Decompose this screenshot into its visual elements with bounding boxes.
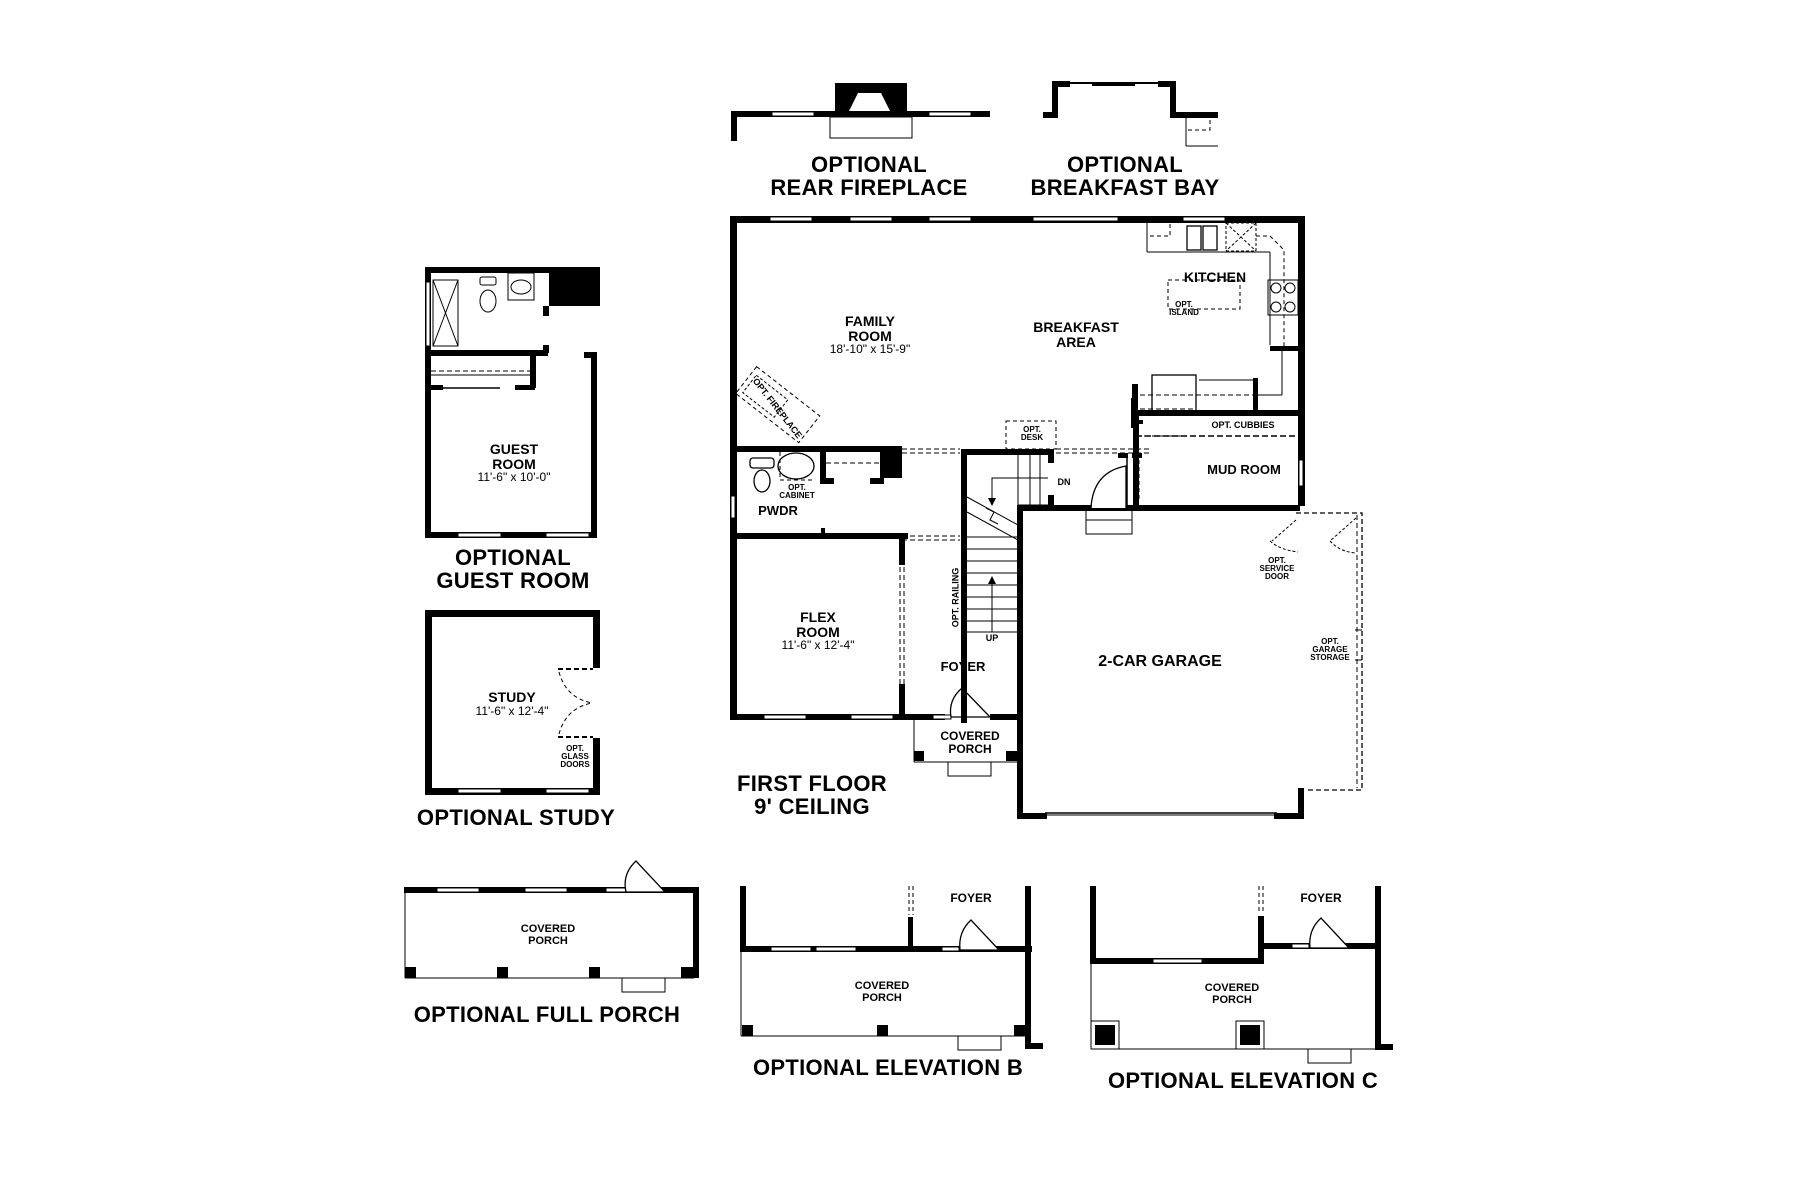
note-line3: STORAGE [1310,653,1350,662]
porch-line1: COVERED [520,923,576,935]
foyer-label: FOYER [940,659,986,674]
room-name-line2: AREA [1056,333,1096,350]
heading-line2: 9' CEILING [754,794,870,820]
room-name-line1: FLEX [800,609,836,625]
note-line2: SERVICE [1259,564,1295,573]
porch-line2: PORCH [862,991,902,1004]
breakfast-bay-option-title: OPTIONAL BREAKFAST BAY [1031,153,1220,199]
room-dimensions: 11'-6" x 12'-4" [781,638,855,653]
note-line1: OPT. [788,483,806,492]
note-line1: OPT. [1268,556,1286,565]
note-line2: ISLAND [1169,308,1199,317]
kitchen-label: KITCHEN [1183,269,1247,285]
full-porch-option-title: OPTIONAL FULL PORCH [413,1002,681,1027]
rear-fireplace-option-drawing [731,83,990,141]
pwdr-label: PWDR [758,503,798,518]
stairs-down-label: DN [1057,477,1071,487]
title-line2: REAR FIREPLACE [770,175,968,201]
opt-garage-storage-label: OPT. GARAGE STORAGE [1310,638,1349,662]
note-line1: OPT. [566,744,584,753]
elevation-c-option-drawing [1090,886,1393,1064]
guest-room-option-drawing [425,267,600,538]
opt-desk-label: OPT. DESK [1021,426,1043,442]
porch-line2: PORCH [528,934,568,947]
room-name-line1: FAMILY [844,313,896,329]
porch-line2: PORCH [948,741,992,756]
garage-label: 2-CAR GARAGE [1098,653,1222,670]
opt-glass-doors-label: OPT. GLASS DOORS [560,745,589,769]
guest-room-label: GUEST ROOM 11'-6" x 10'-0" [478,442,551,484]
room-dimensions: 18'-10" x 15'-9" [829,342,911,357]
study-option-drawing [425,610,600,795]
room-dimensions: 11'-6" x 10'-0" [477,470,551,485]
room-name-line2: ROOM [848,327,892,344]
room-name-line1: GUEST [489,441,539,457]
note-line1: OPT. [1175,300,1193,309]
rear-fireplace-option-title: OPTIONAL REAR FIREPLACE [770,153,967,199]
title-line2: BREAKFAST BAY [1030,175,1220,201]
flex-room-label: FLEX ROOM 11'-6" x 12'-4" [782,610,855,652]
note-line2: CABINET [779,491,815,500]
elevation-c-option-title: OPTIONAL ELEVATION C [1107,1068,1379,1093]
porch-line1: COVERED [940,729,1000,743]
full-porch-option-drawing [404,860,699,993]
breakfast-bay-option-drawing [1043,81,1218,147]
note-line2: GARAGE [1312,645,1348,654]
note-line1: OPT. [1321,637,1339,646]
elevation-c-foyer-label: FOYER [1300,891,1342,905]
room-name-line1: BREAKFAST [1033,319,1119,335]
kitchen-fixtures [1140,222,1302,414]
elevation-b-covered-porch-label: COVERED PORCH [854,980,910,1004]
porch-line1: COVERED [854,980,910,992]
note-line3: DOOR [1264,572,1289,581]
porch-line1: COVERED [1204,982,1260,994]
family-room-label: FAMILY ROOM 18'-10" x 15'-9" [830,314,910,356]
note-line2: GLASS [561,752,589,761]
title-line2: GUEST ROOM [436,568,590,594]
elevation-c-covered-porch-label: COVERED PORCH [1204,982,1260,1006]
main-house-walls [730,216,1363,819]
full-porch-covered-porch-label: COVERED PORCH [520,923,576,947]
guest-room-option-title: OPTIONAL GUEST ROOM [436,546,589,592]
note-line2: DESK [1020,433,1044,442]
opt-fireplace-drawing [735,365,821,444]
room-name-line2: ROOM [796,623,840,640]
title-line1: OPTIONAL [810,152,928,177]
stairs-up-label: UP [985,633,999,643]
mud-room-label: MUD ROOM [1207,462,1281,477]
title-line1: OPTIONAL [1066,152,1184,177]
note-line1: OPT. [1023,425,1041,434]
heading-line1: FIRST FLOOR [737,771,887,796]
first-floor-heading: FIRST FLOOR 9' CEILING [737,772,887,818]
study-option-title: OPTIONAL STUDY [416,805,616,830]
room-name: STUDY [488,689,536,705]
front-covered-porch-label: COVERED PORCH [940,730,999,755]
porch-line2: PORCH [1212,993,1252,1006]
title-line1: OPTIONAL [454,545,572,570]
study-room-label: STUDY 11'-6" x 12'-4" [476,690,549,717]
opt-railing-label: OPT. RAILING [950,567,961,628]
room-name-line2: ROOM [492,455,536,472]
opt-cabinet-label: OPT. CABINET [779,484,815,500]
room-dimensions: 11'-6" x 12'-4" [475,703,549,718]
opt-island-label: OPT. ISLAND [1169,301,1199,317]
elevation-b-option-drawing [740,886,1043,1051]
elevation-b-option-title: OPTIONAL ELEVATION B [752,1055,1024,1080]
note-line3: DOORS [560,760,590,769]
elevation-b-foyer-label: FOYER [950,891,992,905]
breakfast-area-label: BREAKFAST AREA [1033,320,1119,349]
opt-service-door-label: OPT. SERVICE DOOR [1260,557,1295,581]
opt-cubbies-label: OPT. CUBBIES [1211,420,1275,430]
